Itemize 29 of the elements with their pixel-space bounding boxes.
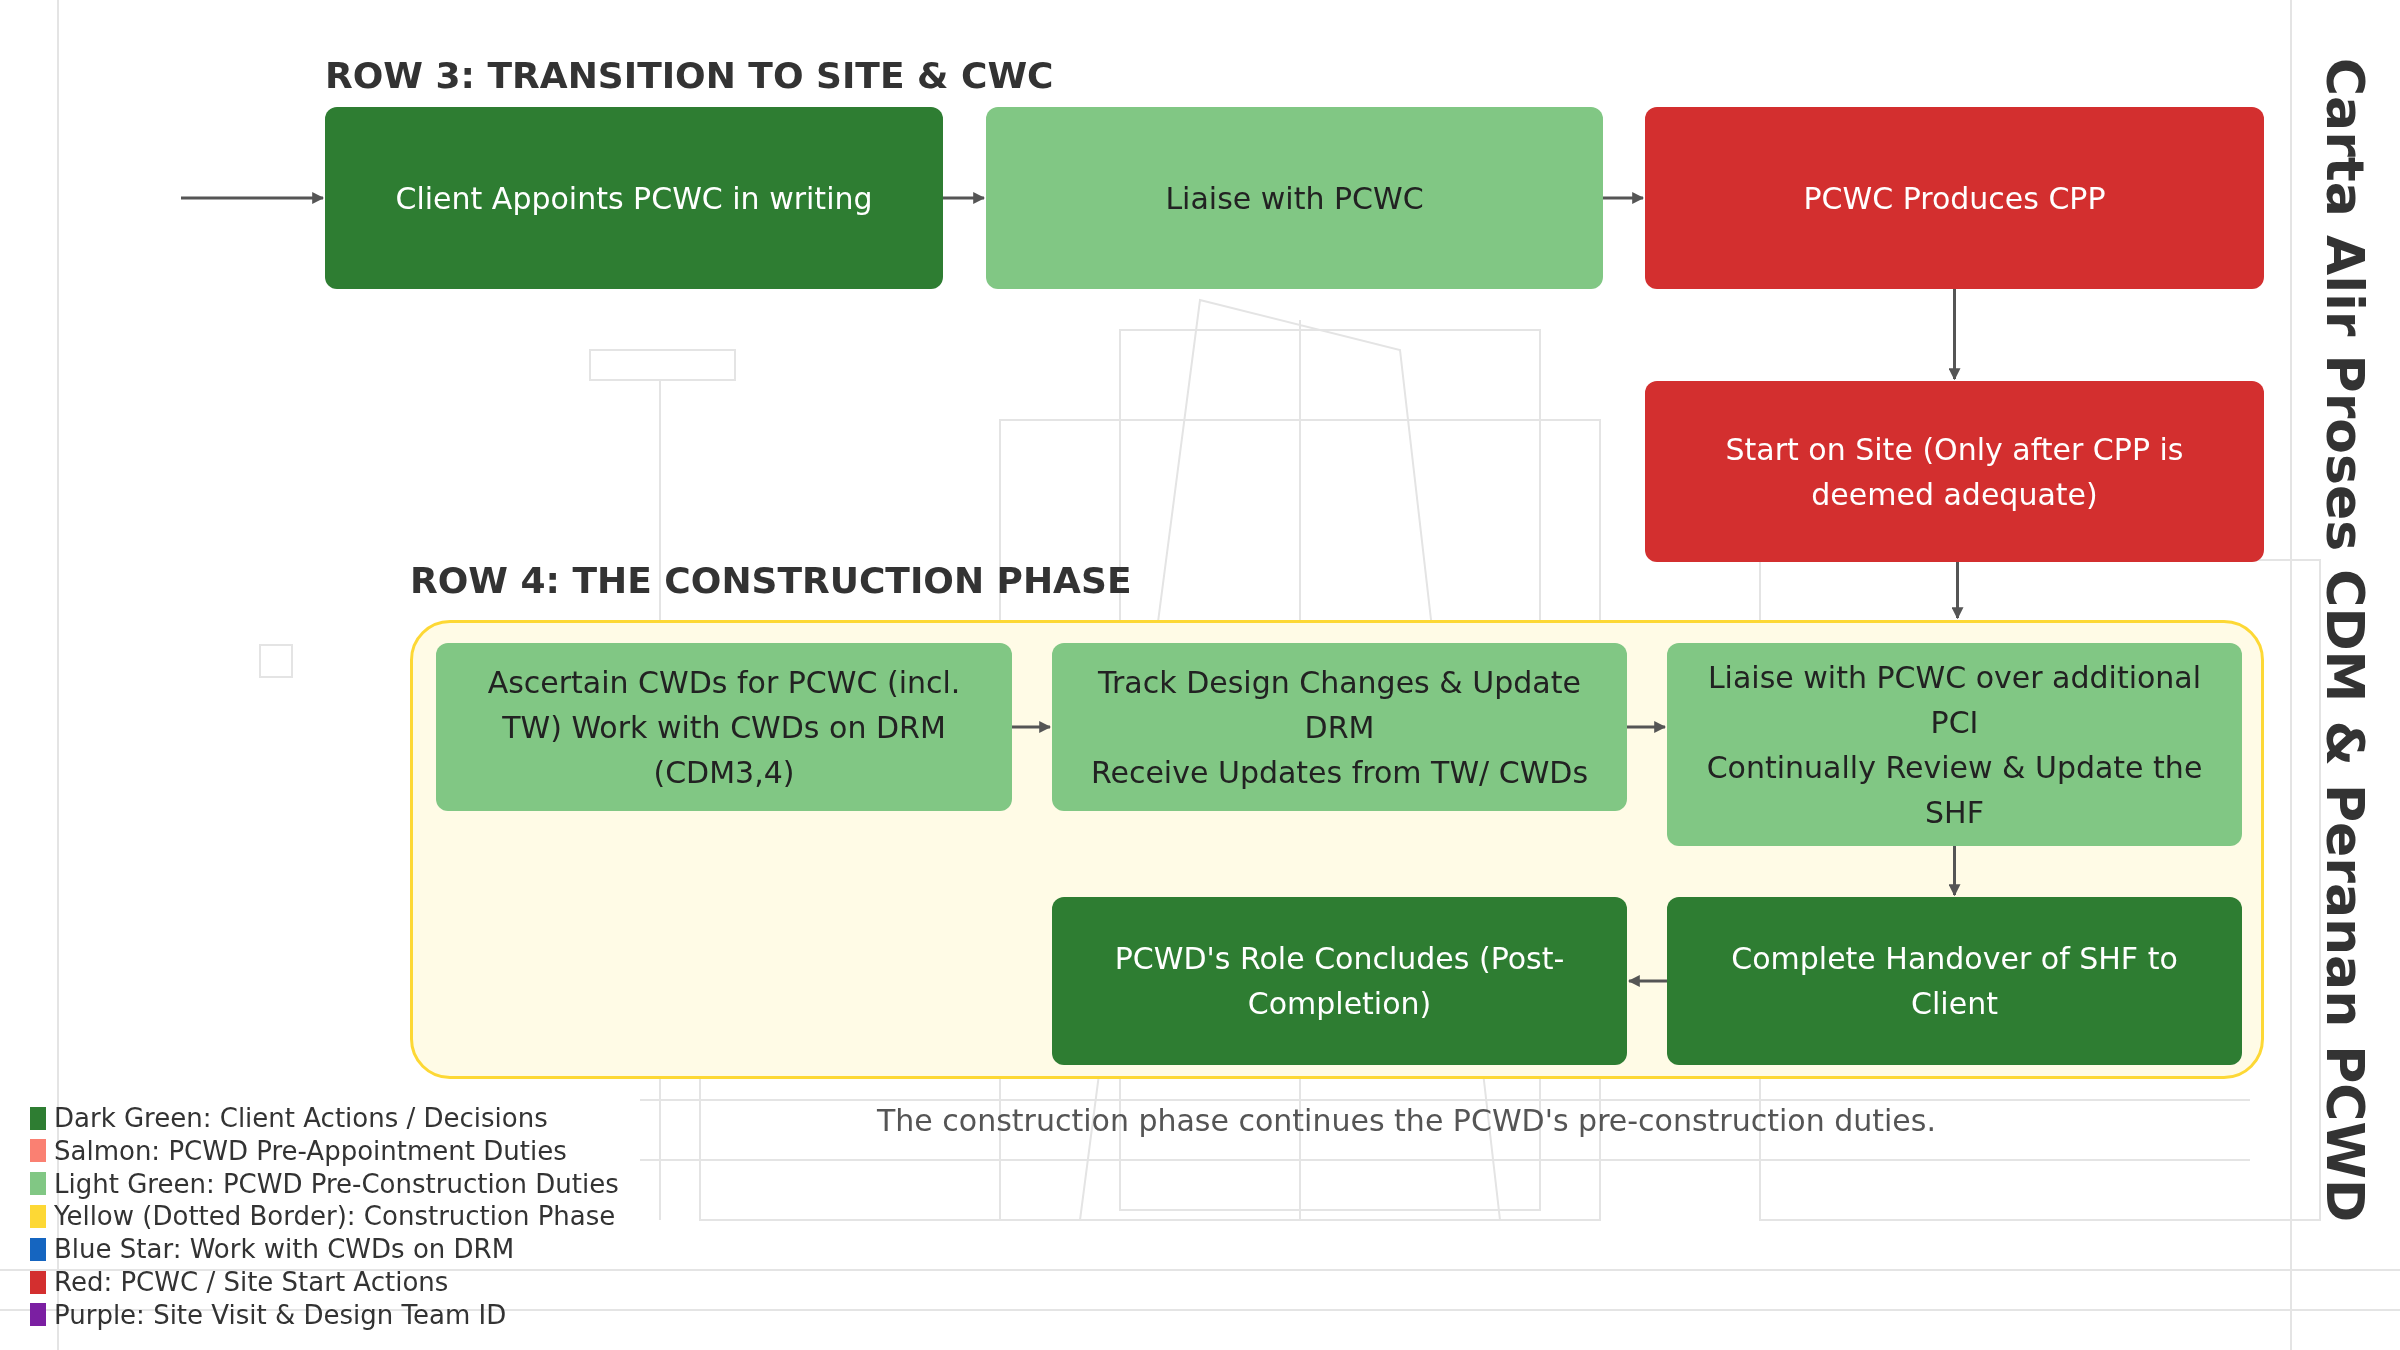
arrow <box>181 192 325 204</box>
legend-label: Blue Star: Work with CWDs on DRM <box>54 1234 515 1265</box>
legend-label: Yellow (Dotted Border): Construction Phase <box>54 1201 616 1232</box>
action-box: Start on Site (Only after CPP is deemed adequate) <box>1645 381 2264 562</box>
arrow <box>1948 289 1961 381</box>
action-box: Client Appoints PCWC in writing <box>325 107 943 289</box>
arrow <box>1627 721 1667 733</box>
arrow <box>1627 975 1667 987</box>
process-box: Liaise with PCWC over additional PCI Continually Review & Update the SHF <box>1667 643 2242 846</box>
section-heading: ROW 4: THE CONSTRUCTION PHASE <box>410 560 1132 601</box>
arrow <box>1951 562 1964 620</box>
section-heading: ROW 3: TRANSITION TO SITE & CWC <box>325 55 1054 96</box>
process-box: Track Design Changes & Update DRM Receive Updates from TW/ CWDs <box>1052 643 1627 811</box>
legend-label: Purple: Site Visit & Design Team ID <box>54 1299 507 1330</box>
arrow <box>1603 192 1645 204</box>
arrow <box>1012 721 1052 733</box>
action-box: PCWD's Role Concludes (Post-Completion) <box>1052 897 1627 1065</box>
page-title: Carta Alir Proses CDM & Peranan PCWD <box>2315 57 2375 1223</box>
legend-label: Salmon: PCWD Pre-Appointment Duties <box>54 1135 567 1166</box>
process-box: Ascertain CWDs for PCWC (incl. TW) Work with CWDs on DRM (CDM3,4) <box>436 643 1012 811</box>
process-box: Liaise with PCWC <box>986 107 1603 289</box>
arrow <box>943 192 986 204</box>
legend-label: Light Green: PCWD Pre-Construction Duties <box>54 1168 619 1199</box>
legend-label: Red: PCWC / Site Start Actions <box>54 1267 449 1297</box>
caption-note: The construction phase continues the PCWD's pre-construction duties. <box>877 1103 1936 1138</box>
legend-label: Dark Green: Client Actions / Decisions <box>54 1103 548 1133</box>
arrow <box>1948 846 1961 897</box>
action-box: PCWC Produces CPP <box>1645 107 2264 289</box>
action-box: Complete Handover of SHF to Client <box>1667 897 2242 1065</box>
